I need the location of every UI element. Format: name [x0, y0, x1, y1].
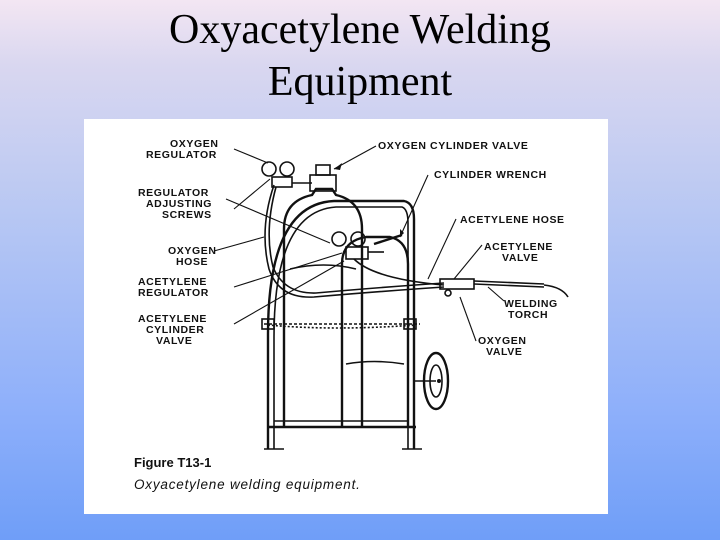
cart-wheel	[414, 351, 450, 411]
label-acetylene-regulator-2: REGULATOR	[138, 287, 209, 299]
label-leader-lines	[213, 145, 505, 342]
label-regulator-adjusting-screws-2: ADJUSTING	[146, 198, 212, 210]
label-oxygen-regulator-2: REGULATOR	[146, 149, 217, 161]
label-acetylene-valve-2: VALVE	[502, 252, 538, 264]
label-oxygen-hose-2: HOSE	[176, 256, 208, 268]
welding-hoses	[264, 184, 445, 298]
figure-caption-text: Oxyacetylene welding equipment.	[134, 477, 361, 492]
label-acetylene-valve-1: ACETYLENE	[484, 241, 553, 253]
label-acetylene-regulator-1: ACETYLENE	[138, 276, 207, 288]
slide-title-line-2: Equipment	[267, 59, 453, 105]
figure-caption-number: Figure T13-1	[134, 455, 211, 470]
label-oxygen-cylinder-valve: OXYGEN CYLINDER VALVE	[378, 140, 528, 152]
label-regulator-adjusting-screws-1: REGULATOR	[138, 187, 209, 199]
acetylene-cylinder	[340, 235, 410, 427]
oxygen-cylinder	[282, 164, 364, 427]
cylinder-chain	[267, 324, 417, 329]
label-oxygen-regulator-1: OXYGEN	[170, 138, 219, 150]
label-oxygen-hose-1: OXYGEN	[168, 245, 217, 257]
slide-title-line-1: Oxyacetylene Welding	[169, 7, 551, 53]
figure-panel: OXYGEN REGULATOR REGULATOR ADJUSTING SCR…	[84, 119, 608, 514]
oxygen-regulator	[261, 161, 312, 188]
label-cylinder-wrench: CYLINDER WRENCH	[434, 169, 547, 181]
cylinder-wrench	[373, 233, 403, 246]
label-oxygen-valve-2: VALVE	[486, 346, 522, 358]
label-welding-torch-2: TORCH	[508, 309, 548, 321]
slide-title: Oxyacetylene Welding Equipment	[0, 4, 720, 108]
welding-torch	[439, 278, 569, 298]
label-welding-torch-1: WELDING	[504, 298, 558, 310]
label-regulator-adjusting-screws-3: SCREWS	[162, 209, 212, 221]
label-acetylene-cylinder-valve-1: ACETYLENE	[138, 313, 207, 325]
welding-equipment-diagram: OXYGEN REGULATOR REGULATOR ADJUSTING SCR…	[134, 138, 569, 492]
label-oxygen-valve-1: OXYGEN	[478, 335, 527, 347]
acetylene-regulator	[331, 231, 384, 260]
label-acetylene-cylinder-valve-2: CYLINDER	[146, 324, 204, 336]
right-labels: OXYGEN CYLINDER VALVE CYLINDER WRENCH AC…	[378, 140, 565, 358]
left-labels: OXYGEN REGULATOR REGULATOR ADJUSTING SCR…	[138, 138, 219, 347]
label-acetylene-hose: ACETYLENE HOSE	[460, 214, 565, 226]
label-acetylene-cylinder-valve-3: VALVE	[156, 335, 192, 347]
